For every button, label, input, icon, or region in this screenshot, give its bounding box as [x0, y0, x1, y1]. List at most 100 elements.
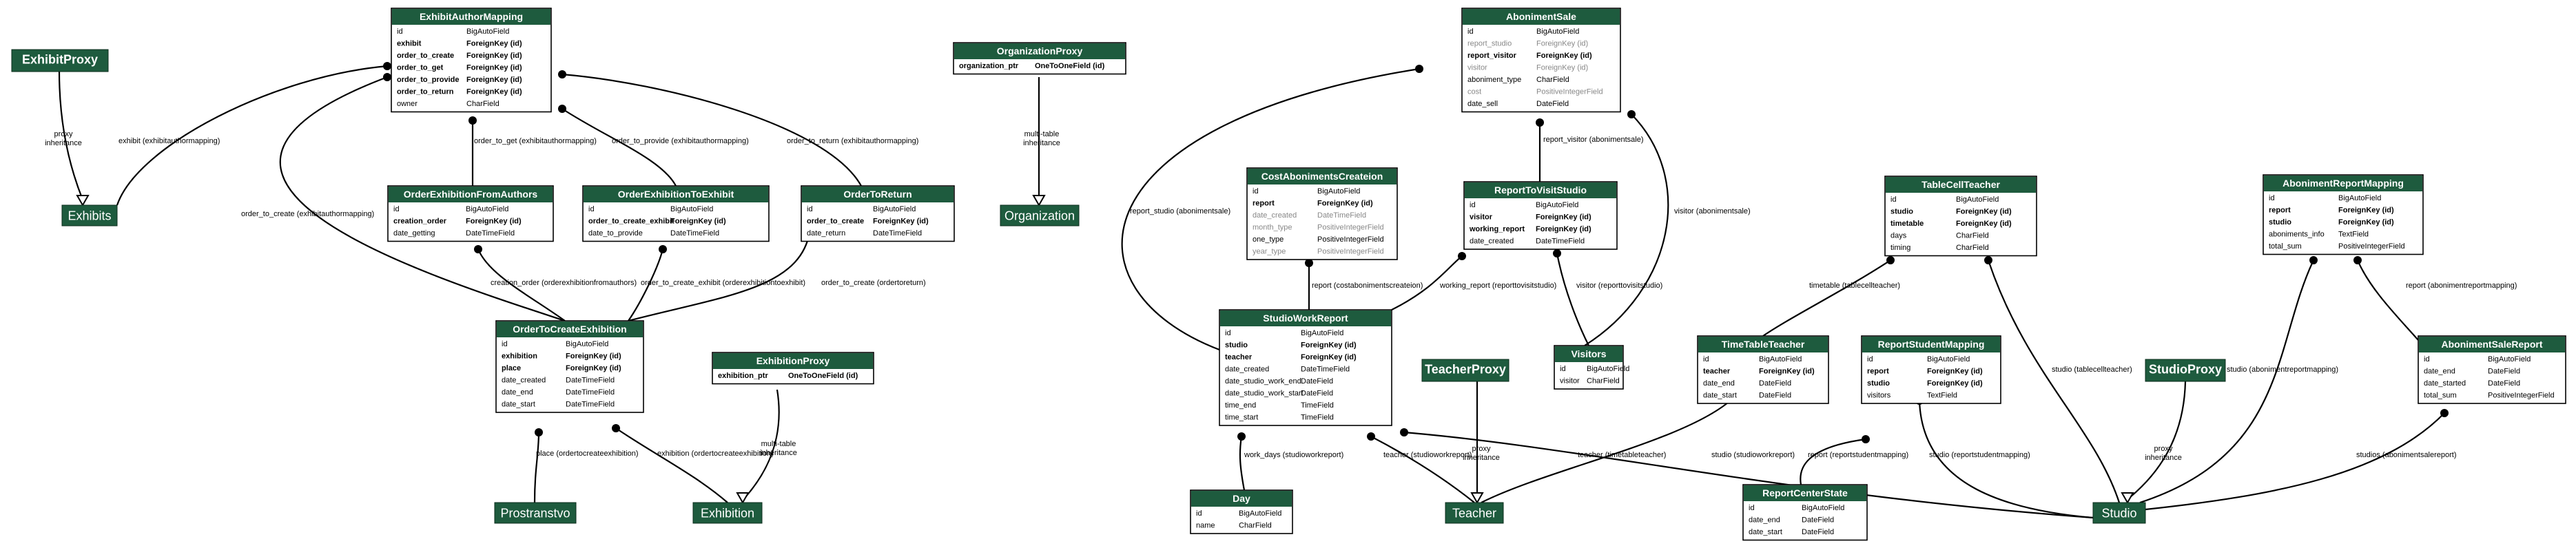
model-node-prostranstvo: Prostranstvo	[494, 502, 577, 524]
edge-label: report_visitor (abonimentsale)	[1543, 136, 1644, 144]
node-label: Exhibition	[701, 506, 754, 520]
table-header	[1555, 346, 1622, 362]
model-node-teacher: Teacher	[1445, 502, 1504, 524]
field-type: DateTimeField	[1536, 238, 1585, 246]
field-type: PositiveIntegerField	[2338, 242, 2405, 251]
edge-layer	[58, 62, 2449, 519]
field-name: date_start	[1749, 528, 1782, 536]
field-type: TextField	[1927, 392, 1957, 400]
field-type: BigAutoField	[2338, 194, 2381, 202]
table-title: CostAbonimentsCreateion	[1261, 171, 1383, 182]
field-name: date_studio_work_start	[1225, 390, 1304, 398]
field-name: report_visitor	[1467, 52, 1517, 60]
table-title: TimeTableTeacher	[1722, 339, 1805, 350]
field-type: ForeignKey (id)	[466, 76, 522, 84]
edge-endpoint-dot	[1367, 432, 1375, 441]
edge-endpoint-dot	[2309, 256, 2318, 264]
field-name: working_report	[1469, 225, 1525, 233]
field-name: aboniment_type	[1467, 76, 1521, 84]
field-name: id	[1467, 28, 1474, 36]
table-header	[802, 187, 954, 202]
field-name: date_end	[1703, 379, 1735, 388]
node-label: Teacher	[1452, 506, 1496, 520]
edge-label: report (reportstudentmapping)	[1808, 451, 1908, 459]
field-type: BigAutoField	[1956, 196, 1999, 204]
field-type: BigAutoField	[1239, 509, 1281, 518]
field-type: BigAutoField	[1927, 355, 1970, 363]
edge-label: order_to_return (exhibitauthormapping)	[787, 137, 918, 145]
table-title: ReportCenterState	[1762, 487, 1848, 498]
field-name: visitor	[1467, 64, 1487, 72]
field-type: DateField	[2488, 368, 2520, 376]
field-type: DateField	[1301, 390, 1333, 398]
field-name: date_end	[1749, 516, 1780, 525]
field-type: ForeignKey (id)	[466, 88, 522, 96]
table-title: StudioWorkReport	[1263, 313, 1348, 324]
node-box	[1000, 204, 1080, 226]
table-frame	[391, 8, 552, 113]
field-type: DateField	[1802, 528, 1834, 536]
edge-label: work_days (studioworkreport)	[1244, 451, 1343, 459]
field-type: ForeignKey (id)	[873, 218, 929, 226]
edge-label: studio (abonimentreportmapping)	[2227, 366, 2338, 374]
edge-e9	[533, 428, 543, 503]
field-type: TimeField	[1301, 401, 1334, 410]
table-title: Day	[1233, 493, 1250, 504]
field-type: ForeignKey (id)	[1956, 208, 2012, 216]
field-name: time_start	[1225, 414, 1258, 422]
edge-label: exhibition (ordertocreateexhibition)	[657, 450, 774, 458]
edge-line	[2139, 260, 2314, 504]
field-type: ForeignKey (id)	[1536, 52, 1592, 60]
edge-label: order_to_create (exhibitauthormapping)	[241, 210, 374, 218]
edge-endpoint-dot	[535, 428, 543, 436]
node-label: Exhibits	[68, 209, 111, 222]
edge-e16	[1584, 110, 1669, 346]
field-name: studio	[1225, 341, 1248, 350]
edge-e30	[2145, 409, 2449, 511]
edge-e2	[279, 73, 566, 322]
edge-label: timetable (tablecellteacher)	[1809, 282, 1900, 290]
table-header	[1698, 337, 1828, 352]
field-type: DateTimeField	[670, 229, 719, 238]
edge-line	[116, 65, 388, 206]
edge-endpoint-dot	[659, 245, 667, 253]
edge-endpoint-dot	[1536, 118, 1544, 127]
edge-line	[2145, 412, 2445, 511]
table-title: ExhibitAuthorMapping	[420, 11, 523, 22]
edge-endpoint-dot	[2440, 409, 2449, 417]
field-name: visitors	[1867, 392, 1891, 400]
field-name: teacher	[1703, 368, 1731, 376]
edge-arrowhead	[736, 492, 750, 505]
field-type: TimeField	[1301, 414, 1334, 422]
field-name: id	[1749, 504, 1755, 512]
field-name: id	[2269, 194, 2275, 202]
field-type: DateField	[1759, 392, 1791, 400]
model-node-exhibit-proxy: ExhibitProxy	[11, 49, 109, 72]
edge-endpoint-dot	[1237, 432, 1246, 441]
field-type: ForeignKey (id)	[1927, 368, 1983, 376]
field-name: organization_ptr	[959, 62, 1019, 70]
node-label: StudioProxy	[2149, 363, 2222, 377]
edge-e5	[558, 70, 862, 187]
edge-line	[1556, 253, 1589, 346]
edge-line	[561, 108, 677, 187]
field-name: timing	[1890, 244, 1910, 252]
field-name: id	[1867, 355, 1873, 363]
edge-e13	[736, 389, 780, 505]
edge-line	[533, 432, 540, 503]
field-type: DateTimeField	[566, 377, 615, 385]
edge-line	[615, 428, 728, 503]
field-name: id	[588, 205, 595, 213]
field-name: report	[1253, 200, 1275, 208]
field-name: studio	[2269, 218, 2291, 226]
edge-e24	[1984, 256, 2121, 503]
field-type: BigAutoField	[466, 205, 508, 213]
